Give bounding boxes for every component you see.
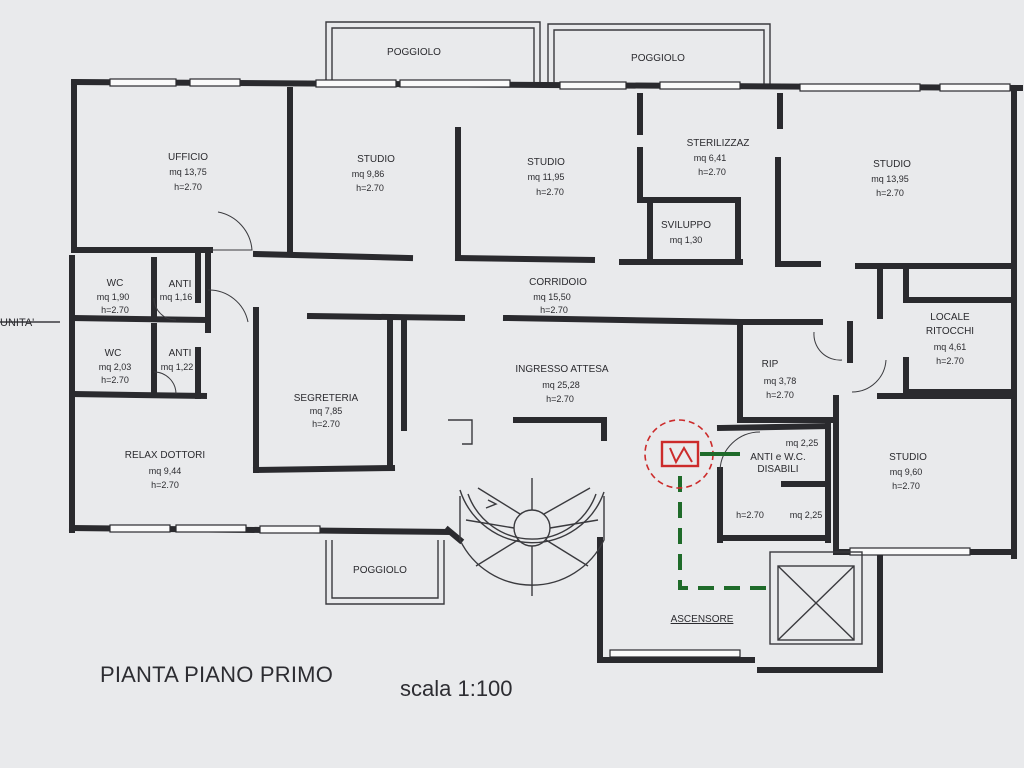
room-studio3-name: STUDIO [873, 159, 911, 170]
neighbor-unit-label: UNITA' [0, 317, 34, 329]
room-rip-height: h=2.70 [766, 390, 794, 400]
room-rip-area: mq 3,78 [764, 376, 797, 386]
room-anti2-area: mq 1,22 [161, 362, 194, 372]
room-segreteria-name: SEGRETERIA [294, 393, 359, 404]
room-relax-area: mq 9,44 [149, 466, 182, 476]
balcony-label-1: POGGIOLO [387, 47, 441, 58]
room-wc1-area: mq 1,90 [97, 292, 130, 302]
room-wc1-name: WC [107, 278, 124, 289]
room-corridoio-height: h=2.70 [540, 305, 568, 315]
room-locale-name2: RITOCCHI [926, 326, 974, 337]
room-ingresso-area: mq 25,28 [542, 380, 580, 390]
spiral-staircase [459, 478, 605, 596]
room-labels: UFFICIO mq 13,75 h=2.70 STUDIO mq 9,86 h… [0, 47, 974, 625]
room-segreteria-area: mq 7,85 [310, 406, 343, 416]
room-wc1-height: h=2.70 [101, 305, 129, 315]
room-disabili-name: ANTI e W.C. [750, 452, 806, 463]
room-ingresso-height: h=2.70 [546, 394, 574, 404]
room-studio4-area: mq 9,60 [890, 467, 923, 477]
room-anti2-name: ANTI [169, 348, 192, 359]
door-swings [153, 211, 887, 471]
room-studio1-height: h=2.70 [356, 183, 384, 193]
room-studio2-name: STUDIO [527, 157, 565, 168]
room-sterilizzaz-name: STERILIZZAZ [687, 138, 750, 149]
plan-title: PIANTA PIANO PRIMO [100, 662, 334, 687]
room-sterilizzaz-height: h=2.70 [698, 167, 726, 177]
room-studio2-height: h=2.70 [536, 187, 564, 197]
top-windows [109, 78, 1011, 92]
accessible-route [678, 476, 770, 590]
room-wc2-name: WC [105, 348, 122, 359]
room-ingresso-name: INGRESSO ATTESA [515, 364, 608, 375]
balcony-bottom [325, 540, 445, 605]
balcony-label-2: POGGIOLO [631, 53, 685, 64]
room-studio3-height: h=2.70 [876, 188, 904, 198]
balcony-label-3: POGGIOLO [353, 565, 407, 576]
room-locale-height: h=2.70 [936, 356, 964, 366]
room-studio2-area: mq 11,95 [528, 172, 565, 182]
room-studio1-name: STUDIO [357, 154, 395, 165]
room-sviluppo-area: mq 1,30 [670, 235, 703, 245]
room-sviluppo-name: SVILUPPO [661, 220, 711, 231]
room-locale-name: LOCALE [930, 312, 970, 323]
elevator-shaft [769, 551, 863, 645]
room-studio1-area: mq 9,86 [352, 169, 385, 179]
room-relax-height: h=2.70 [151, 480, 179, 490]
wheelchair-icon [644, 419, 740, 489]
room-studio3-area: mq 13,95 [871, 174, 909, 184]
room-wc2-area: mq 2,03 [99, 362, 132, 372]
room-corridoio-area: mq 15,50 [533, 292, 571, 302]
balcony-top-left [325, 21, 541, 84]
room-corridoio-name: CORRIDOIO [529, 277, 587, 288]
room-disabili-area1: mq 2,25 [786, 438, 819, 448]
room-disabili-name2: DISABILI [757, 464, 798, 475]
balcony-top-right [547, 23, 771, 84]
room-sterilizzaz-area: mq 6,41 [694, 153, 727, 163]
elevator-label: ASCENSORE [671, 614, 734, 625]
room-studio4-name: STUDIO [889, 452, 927, 463]
interior-walls [69, 87, 1015, 555]
room-rip-name: RIP [762, 359, 779, 370]
room-studio4-height: h=2.70 [892, 481, 920, 491]
room-ufficio-name: UFFICIO [168, 152, 208, 163]
plan-scale: scala 1:100 [400, 676, 513, 701]
room-segreteria-height: h=2.70 [312, 419, 340, 429]
room-anti1-name: ANTI [169, 279, 192, 290]
room-locale-area: mq 4,61 [934, 342, 967, 352]
room-anti1-area: mq 1,16 [160, 292, 193, 302]
room-ufficio-height: h=2.70 [174, 182, 202, 192]
room-disabili-area2: mq 2,25 [790, 510, 823, 520]
room-ufficio-area: mq 13,75 [169, 167, 207, 177]
room-wc2-height: h=2.70 [101, 375, 129, 385]
room-relax-name: RELAX DOTTORI [125, 450, 205, 461]
room-disabili-height: h=2.70 [736, 510, 764, 520]
